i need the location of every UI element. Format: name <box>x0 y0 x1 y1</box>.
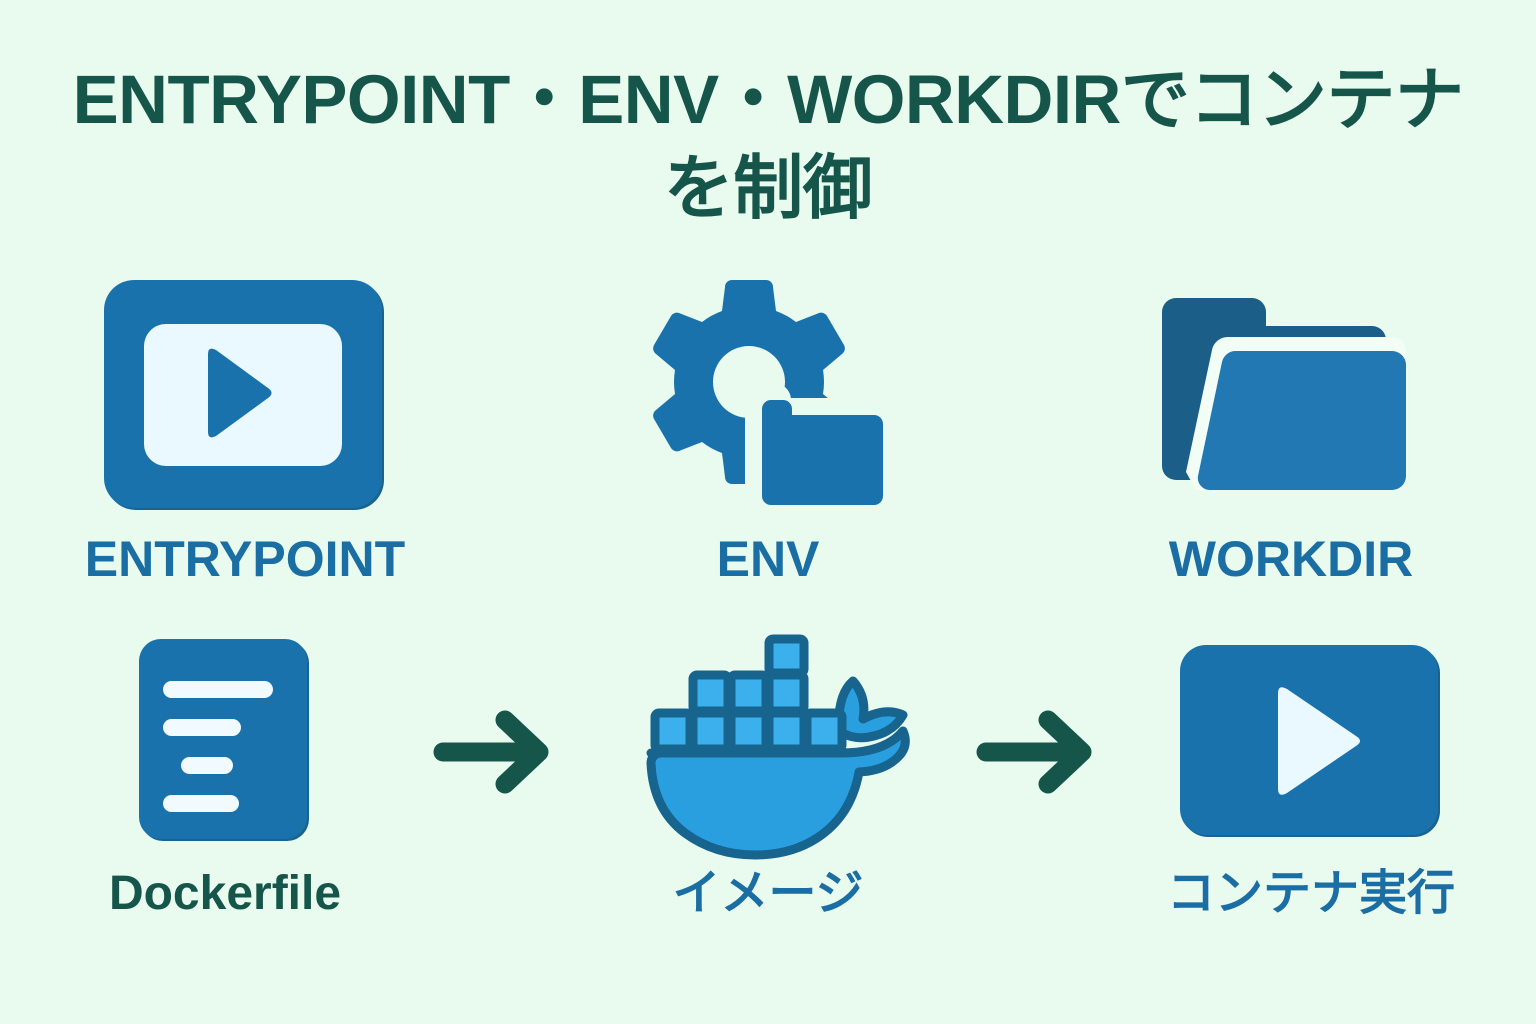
flow-label-dockerfile: Dockerfile <box>108 867 342 920</box>
arrow-right-icon-2 <box>965 708 1115 794</box>
docker-whale-icon <box>633 630 910 860</box>
open-folder-icon <box>1146 272 1436 520</box>
flow-step-container-run: コンテナ実行 <box>1146 630 1476 918</box>
page-title: ENTRYPOINT・ENV・WORKDIRでコンテナ を制御 <box>0 56 1536 232</box>
play-button-icon <box>1176 630 1446 852</box>
flow-row: Dockerfile <box>0 630 1536 918</box>
concept-env: ENV <box>573 272 963 584</box>
concept-label-entrypoint: ENTRYPOINT <box>84 531 406 587</box>
flow-step-dockerfile: Dockerfile <box>60 630 390 918</box>
arrow-right-icon-1 <box>422 708 572 794</box>
concept-workdir: WORKDIR <box>1096 272 1486 584</box>
gear-folder-icon <box>623 272 913 520</box>
concept-entrypoint: ENTRYPOINT <box>50 272 440 584</box>
page-title-line-1: ENTRYPOINT・ENV・WORKDIRでコンテナ <box>72 61 1464 138</box>
concept-label-env: ENV <box>716 531 820 587</box>
concepts-row: ENTRYPOINT ENV <box>0 272 1536 584</box>
flow-label-image: イメージ <box>672 867 864 920</box>
flow-step-image: イメージ <box>603 630 933 918</box>
flow-label-container-run: コンテナ実行 <box>1166 867 1455 920</box>
document-lines-icon <box>135 630 315 852</box>
play-screen-icon <box>100 272 390 520</box>
page-title-line-2: を制御 <box>663 149 873 227</box>
concept-label-workdir: WORKDIR <box>1168 531 1414 587</box>
